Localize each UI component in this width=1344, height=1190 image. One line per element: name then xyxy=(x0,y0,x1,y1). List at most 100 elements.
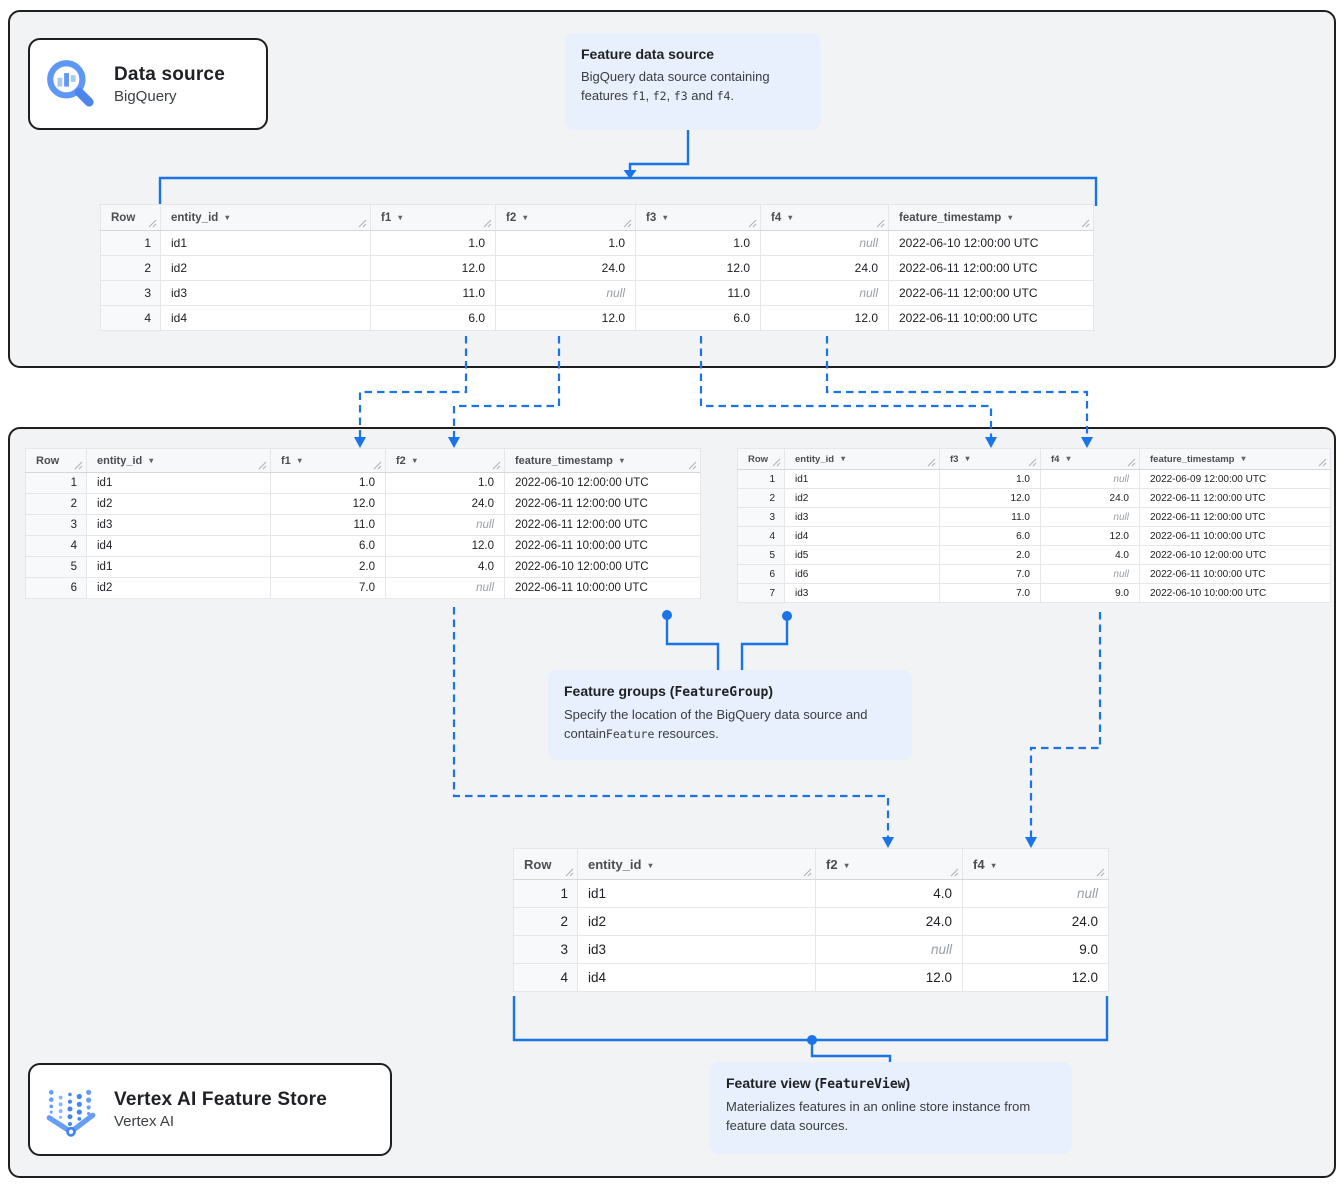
cell: 4 xyxy=(100,305,161,331)
callout-body: Specify the location of the BigQuery dat… xyxy=(564,707,868,741)
cell: id2 xyxy=(86,577,271,599)
column-header-Row: Row xyxy=(513,848,578,880)
cell: 24.0 xyxy=(760,255,889,281)
column-header-feature_timestamp: feature_timestamp▾ xyxy=(1139,448,1331,470)
vertex-feature-store-badge: Vertex AI Feature Store Vertex AI xyxy=(28,1063,392,1156)
cell: 6.0 xyxy=(270,535,386,557)
resize-handle-icon xyxy=(688,461,697,470)
sort-arrow-icon: ▾ xyxy=(788,212,793,222)
column-header-feature_timestamp: feature_timestamp▾ xyxy=(888,204,1094,231)
cell: id1 xyxy=(160,230,371,256)
cell: null xyxy=(760,230,889,256)
cell: 2 xyxy=(513,907,578,936)
cell: 1.0 xyxy=(939,469,1041,489)
bigquery-icon xyxy=(47,60,94,107)
callout-feature-view: Feature view (FeatureView)Materializes f… xyxy=(710,1062,1072,1154)
cell: id1 xyxy=(86,556,271,578)
column-header-f3: f3▾ xyxy=(635,204,761,231)
cell: 24.0 xyxy=(815,907,963,936)
cell: 11.0 xyxy=(635,280,761,306)
cell: 6.0 xyxy=(370,305,496,331)
callout-feature-groups: Feature groups (FeatureGroup) Specify the… xyxy=(548,670,912,760)
sort-arrow-icon: ▾ xyxy=(844,860,849,870)
cell: id4 xyxy=(86,535,271,557)
callout-title: Feature groups (FeatureGroup) xyxy=(564,683,774,700)
callout-title: Feature data source xyxy=(581,46,715,62)
column-header-f3: f3▾ xyxy=(939,448,1041,470)
cell: id5 xyxy=(784,545,940,565)
sort-arrow-icon: ▾ xyxy=(225,212,230,222)
sort-arrow-icon: ▾ xyxy=(297,455,302,465)
cell: id3 xyxy=(784,583,940,603)
resize-handle-icon xyxy=(483,219,492,228)
badge-title: Data source xyxy=(114,63,225,85)
cell: 7.0 xyxy=(939,564,1041,584)
cell: id2 xyxy=(160,255,371,281)
cell: 2022-06-11 12:00:00 UTC xyxy=(888,255,1094,281)
cell: 1.0 xyxy=(370,230,496,256)
cell: id6 xyxy=(784,564,940,584)
cell: 11.0 xyxy=(939,507,1041,527)
resize-handle-icon xyxy=(1096,868,1105,877)
sort-arrow-icon: ▾ xyxy=(1008,212,1013,222)
cell: 2 xyxy=(25,493,87,515)
callout-title: Feature view (FeatureView) xyxy=(726,1075,911,1092)
cell: 2022-06-11 10:00:00 UTC xyxy=(504,577,701,599)
cell: id3 xyxy=(86,514,271,536)
cell: 2022-06-09 12:00:00 UTC xyxy=(1139,469,1331,489)
cell: 4.0 xyxy=(1040,545,1140,565)
resize-handle-icon xyxy=(1028,458,1037,467)
sort-arrow-icon: ▾ xyxy=(523,212,528,222)
resize-handle-icon xyxy=(373,461,382,470)
cell: 6.0 xyxy=(635,305,761,331)
cell: null xyxy=(385,577,505,599)
cell: 12.0 xyxy=(385,535,505,557)
cell: 2.0 xyxy=(270,556,386,578)
cell: id2 xyxy=(86,493,271,515)
column-header-f2: f2▾ xyxy=(495,204,636,231)
cell: 24.0 xyxy=(962,907,1109,936)
cell: 24.0 xyxy=(495,255,636,281)
cell: 2022-06-11 12:00:00 UTC xyxy=(504,514,701,536)
cell: id3 xyxy=(577,935,816,964)
sort-arrow-icon: ▾ xyxy=(412,455,417,465)
cell: id1 xyxy=(86,472,271,494)
cell: id1 xyxy=(577,879,816,908)
cell: 3 xyxy=(25,514,87,536)
column-header-f2: f2▾ xyxy=(385,448,505,473)
sort-arrow-icon: ▾ xyxy=(149,455,154,465)
badge-title: Vertex AI Feature Store xyxy=(114,1089,327,1110)
cell: 6 xyxy=(737,564,785,584)
sort-arrow-icon: ▾ xyxy=(619,455,624,465)
resize-handle-icon xyxy=(748,219,757,228)
sort-arrow-icon: ▾ xyxy=(1066,453,1071,463)
sort-arrow-icon: ▾ xyxy=(648,860,653,870)
cell: 12.0 xyxy=(962,963,1109,992)
column-header-entity_id: entity_id▾ xyxy=(577,848,816,880)
cell: 12.0 xyxy=(939,488,1041,508)
cell: 2022-06-10 12:00:00 UTC xyxy=(504,556,701,578)
resize-handle-icon xyxy=(565,868,574,877)
column-header-f1: f1▾ xyxy=(370,204,496,231)
cell: 2022-06-11 10:00:00 UTC xyxy=(1139,564,1331,584)
cell: 2022-06-10 10:00:00 UTC xyxy=(1139,583,1331,603)
cell: 1.0 xyxy=(270,472,386,494)
cell: 4 xyxy=(25,535,87,557)
